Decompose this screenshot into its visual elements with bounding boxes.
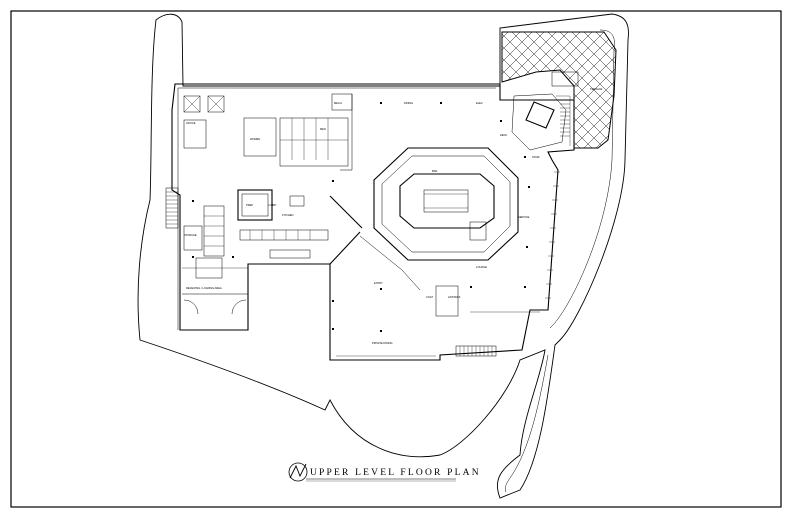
room-label-women: WOMEN (250, 137, 260, 141)
building-inner-line (177, 87, 496, 330)
south-stair (435, 285, 497, 357)
room-label-office: OFFICE (186, 121, 196, 125)
room-label-storage: STORAGE (184, 233, 197, 237)
mech-box-2 (207, 95, 225, 113)
mech-box-1 (183, 95, 201, 113)
stair-core (511, 71, 579, 151)
east-mullions (545, 171, 560, 299)
diagonal-wall-1 (329, 195, 363, 229)
room-label-entry: ENTRY (374, 281, 383, 285)
building-outline (171, 83, 575, 361)
ramp-path (504, 354, 549, 493)
west-stair (165, 187, 179, 229)
room-label-private: PRIVATE DINING (372, 341, 393, 345)
drawing-title: UPPER LEVEL FLOOR PLAN (310, 468, 481, 478)
room-label-men: MEN (320, 127, 326, 131)
restrooms (183, 93, 353, 171)
south-window-line (336, 311, 540, 357)
room-label-hostess: HOSTESS (448, 295, 461, 299)
drawing-frame (10, 10, 782, 508)
terrace-paving (501, 31, 617, 149)
room-label-mech: MECH. (334, 101, 343, 105)
room-label-receiving: RECEIVING / LOADING AREA (186, 286, 222, 290)
room-label-elev: ELEV. (476, 101, 483, 105)
site-boundary (137, 13, 629, 499)
room-label-kitchen: KITCHEN (282, 213, 294, 217)
kitchen-zone (182, 189, 329, 279)
room-label-prep: PREP (246, 203, 253, 207)
room-label-bar: BAR (432, 169, 437, 173)
room-label-terrace: TERRACE (590, 87, 603, 91)
entry-doors (182, 293, 248, 315)
room-label-lobby: LOBBY (268, 203, 277, 207)
column-grid (192, 102, 530, 332)
octagon-bar (373, 147, 519, 261)
room-label-dining: DINING (404, 101, 413, 105)
room-label-deck: DECK (500, 133, 507, 137)
diagonal-wall-3 (359, 235, 421, 291)
site-inner-boundary (549, 29, 615, 329)
diagonal-wall-2 (329, 231, 361, 265)
room-label-coat: COAT (426, 295, 433, 299)
room-label-lounge: LOUNGE (476, 265, 487, 269)
north-arrow-icon (288, 462, 308, 482)
room-label-stair: STAIR (532, 155, 540, 159)
room-label-service: SERVICE (518, 215, 530, 219)
